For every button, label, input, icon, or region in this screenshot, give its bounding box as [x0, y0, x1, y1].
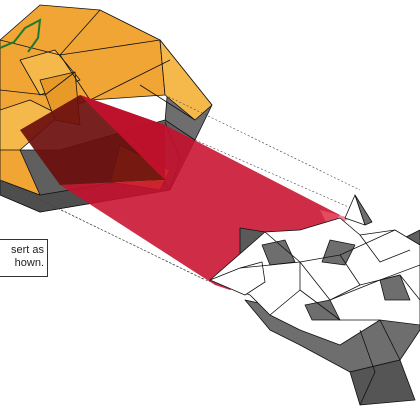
instruction-callout-line-1: sert as — [10, 244, 44, 256]
white-model-crease-8 — [359, 329, 376, 406]
orange-model-crease-3 — [59, 54, 91, 101]
orange-model-lower-orange — [0, 149, 41, 196]
white-model-grey-inner-2 — [321, 239, 356, 266]
white-model-crease-6 — [299, 289, 380, 321]
white-model-crease-1 — [264, 229, 396, 263]
white-model-crease-5 — [359, 274, 420, 301]
white-model-crease-7 — [359, 234, 411, 263]
white-folded-model — [209, 194, 420, 406]
green-fold-line — [0, 18, 42, 53]
projection-guide-lines — [0, 94, 361, 283]
instruction-callout: sert as hown. — [0, 239, 48, 277]
instruction-callout-line-2: hown. — [14, 257, 44, 269]
white-model-crease-9 — [379, 319, 401, 361]
white-model-tip-grey — [354, 194, 373, 226]
white-model-grey-inner-1 — [261, 239, 296, 266]
white-model-grey-bottom-right — [349, 359, 416, 406]
orange-model-crease-4 — [0, 71, 76, 96]
orange-model-crease-5 — [139, 84, 196, 121]
orange-model-crease-2 — [59, 39, 161, 56]
white-model-left-fold — [209, 261, 266, 296]
orange-model-crease-7 — [89, 59, 171, 101]
